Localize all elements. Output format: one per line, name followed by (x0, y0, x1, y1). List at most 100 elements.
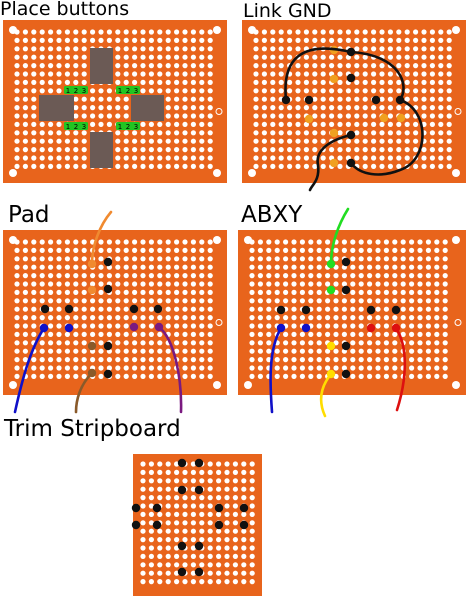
perfboard-hole (157, 478, 163, 484)
perfboard-hole (249, 511, 255, 517)
perfboard-hole (413, 54, 419, 60)
perfboard-hole (303, 130, 309, 136)
perfboard-hole (249, 545, 255, 551)
perfboard-hole (106, 273, 112, 279)
perfboard-hole (299, 357, 305, 363)
perfboard-hole (81, 348, 87, 354)
perfboard-hole (249, 570, 255, 576)
perfboard-hole (73, 373, 79, 379)
perfboard-hole (266, 239, 272, 245)
perfboard-hole (413, 147, 419, 153)
perfboard-hole (329, 147, 335, 153)
perfboard-hole (367, 239, 373, 245)
perfboard-hole (199, 478, 205, 484)
perfboard-hole (283, 340, 289, 346)
perfboard-hole (413, 37, 419, 44)
perfboard-hole (417, 357, 423, 363)
perfboard-hole (157, 357, 163, 363)
perfboard-hole (261, 105, 267, 111)
perfboard-hole (387, 46, 393, 52)
perfboard-hole (182, 239, 188, 245)
perfboard-hole (425, 365, 431, 371)
perfboard-hole (81, 357, 87, 363)
perfboard-hole (350, 239, 356, 245)
perfboard-hole (73, 63, 79, 69)
perfboard-hole (320, 96, 326, 102)
perfboard-hole (182, 79, 188, 85)
perfboard-hole (98, 373, 104, 379)
perfboard-hole (425, 264, 431, 270)
perfboard-hole (283, 365, 289, 371)
perfboard-hole (165, 147, 171, 153)
perfboard-hole (438, 79, 444, 85)
perfboard-hole (367, 331, 373, 337)
alignment-mark (454, 108, 462, 115)
perfboard-hole (283, 348, 289, 354)
perfboard-hole (115, 130, 121, 136)
perfboard-hole (283, 331, 289, 337)
perfboard-hole (64, 46, 70, 52)
perfboard-hole (362, 163, 368, 169)
perfboard-hole (320, 138, 326, 144)
perfboard-hole (207, 281, 213, 287)
perfboard-hole (216, 579, 222, 585)
perfboard-hole (73, 54, 79, 60)
perfboard-hole (98, 273, 104, 279)
perfboard-hole (56, 163, 62, 169)
perfboard-hole (392, 264, 398, 270)
perfboard-hole (325, 331, 331, 337)
perfboard-hole (283, 373, 289, 379)
perfboard-hole (199, 273, 205, 279)
perfboard-hole (409, 306, 415, 312)
right-wire (157, 325, 183, 414)
perfboard-hole (31, 138, 37, 144)
perfboard-hole (165, 570, 171, 576)
perfboard-hole (207, 553, 213, 560)
perfboard-hole (404, 63, 410, 69)
perfboard-hole (295, 37, 301, 44)
perfboard-hole (199, 537, 205, 543)
perfboard-hole (14, 306, 20, 312)
perfboard-hole (14, 247, 20, 253)
perfboard-hole (148, 357, 154, 363)
perfboard-hole (190, 306, 196, 312)
perfboard-hole (396, 46, 402, 52)
perfboard-hole (375, 264, 381, 270)
perfboard-hole (14, 264, 20, 270)
perfboard-hole (64, 340, 70, 346)
perfboard-hole (383, 348, 389, 354)
perfboard-hole (274, 247, 280, 253)
perfboard-hole (148, 121, 154, 127)
perfboard-hole (312, 88, 318, 94)
perfboard-hole (257, 365, 263, 371)
perfboard-hole (438, 130, 444, 136)
perfboard-hole (354, 54, 360, 60)
perfboard-hole (362, 96, 368, 102)
perfboard-hole (392, 357, 398, 363)
perfboard-hole (140, 373, 146, 379)
perfboard-hole (270, 79, 276, 85)
perfboard-hole (257, 331, 263, 337)
perfboard-hole (337, 130, 343, 136)
perfboard-hole (249, 486, 255, 492)
perfboard-hole (48, 315, 54, 321)
perfboard-hole (362, 155, 368, 161)
perfboard-hole (274, 281, 280, 287)
perfboard-hole (316, 357, 322, 363)
perfboard-hole (371, 121, 377, 127)
perfboard-hole (287, 54, 293, 60)
perfboard-hole (148, 348, 154, 354)
perfboard-hole (442, 357, 448, 363)
perfboard-hole (207, 520, 213, 526)
perfboard-hole (249, 503, 255, 509)
perfboard-hole (123, 71, 129, 77)
perfboard-hole (375, 256, 381, 262)
perfboard-hole (312, 155, 318, 161)
perfboard-hole (232, 553, 238, 560)
perfboard-hole (333, 256, 339, 262)
perfboard-hole (291, 281, 297, 287)
perfboard-hole (182, 264, 188, 270)
perfboard-hole (73, 289, 79, 295)
left-wire (13, 326, 46, 414)
perfboard-hole (14, 298, 20, 304)
